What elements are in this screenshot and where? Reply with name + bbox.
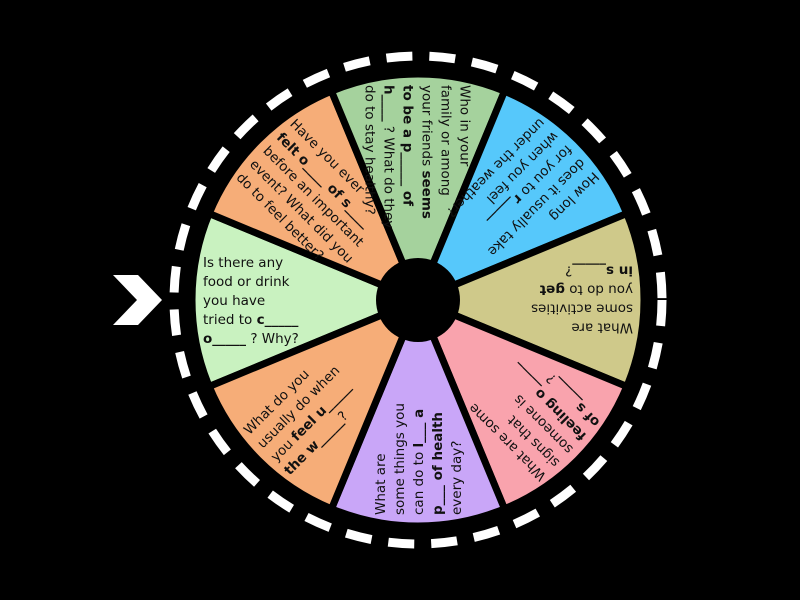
segment-question-line: food or drink <box>203 274 290 290</box>
segment-question-line: to be a p_____ of <box>400 85 416 206</box>
text-span: Who in your <box>457 85 473 167</box>
bold-phrase: l___ a <box>411 409 427 448</box>
text-span: family or among <box>438 85 454 196</box>
bold-phrase: seems <box>419 170 435 218</box>
bold-phrase: get <box>539 282 565 298</box>
wheel-segments: Is there any food or drink you have tried t… <box>188 70 648 530</box>
segment-question-line: every day? <box>449 441 465 515</box>
text-span: food or drink <box>203 274 290 290</box>
segment-question-line: your friends seems <box>419 85 435 219</box>
segment-question-line: Is there any <box>203 255 283 271</box>
text-span: What are <box>571 320 633 336</box>
wheel-segment: Is there any food or drink you have tried t… <box>188 210 422 390</box>
bold-phrase: h____ <box>381 85 397 122</box>
wheel-hub[interactable] <box>376 258 460 342</box>
segment-wedge <box>205 87 422 304</box>
bold-phrase: c_____ <box>257 312 299 328</box>
text-span: can do to <box>411 447 427 515</box>
segment-question-line: you have <box>203 293 265 309</box>
text-span: your friends <box>419 85 435 170</box>
bold-phrase: to be a p_____ of <box>400 85 416 206</box>
text-span: ? <box>565 263 572 279</box>
text-span: you have <box>203 293 265 309</box>
text-span: do to stay healthy? <box>362 85 378 215</box>
segment-question-line: p___ of health <box>430 412 446 515</box>
text-span: you do to <box>565 282 633 298</box>
segment-question-line: you do to get <box>539 282 633 298</box>
bold-phrase: p___ of health <box>430 412 446 515</box>
segment-question-line: tried to c_____ <box>203 312 299 328</box>
segment-wedge <box>205 296 422 513</box>
segment-question-line: Who in your <box>457 85 473 167</box>
segment-question-line: o_____ ? Why? <box>203 331 299 347</box>
pointer-chevron-icon <box>113 275 162 325</box>
segment-wedge <box>414 87 631 304</box>
segment-question-line: some activities <box>531 301 633 317</box>
text-span: tried to <box>203 312 257 328</box>
bold-phrase: o_____ <box>203 331 246 347</box>
text-span: some activities <box>531 301 633 317</box>
segment-wedge <box>328 70 508 304</box>
text-span: ? Why? <box>246 331 299 347</box>
bold-phrase: in s_____ <box>572 263 633 279</box>
text-span: What are <box>373 453 389 515</box>
segment-wedge <box>328 296 508 530</box>
segment-wedge <box>414 210 648 390</box>
segment-wedge <box>188 210 422 390</box>
segment-question-line: family or among <box>438 85 454 196</box>
segment-question-line: can do to l___ a <box>411 409 427 515</box>
segment-question-line: in s_____? <box>565 263 633 279</box>
segment-question-line: h____ ? What do they <box>381 85 397 228</box>
segment-wedge <box>414 296 631 513</box>
segment-question-line: What are <box>571 320 633 336</box>
wheel-dashed-ring <box>169 51 667 549</box>
text-span: every day? <box>449 441 465 515</box>
segment-question-line: do to stay healthy? <box>362 85 378 215</box>
text-span: Is there any <box>203 255 283 271</box>
text-span: ? What do they <box>381 122 397 229</box>
text-span: some things you <box>392 403 408 515</box>
segment-question-line: some things you <box>392 403 408 515</box>
segment-question-line: What are <box>373 453 389 515</box>
